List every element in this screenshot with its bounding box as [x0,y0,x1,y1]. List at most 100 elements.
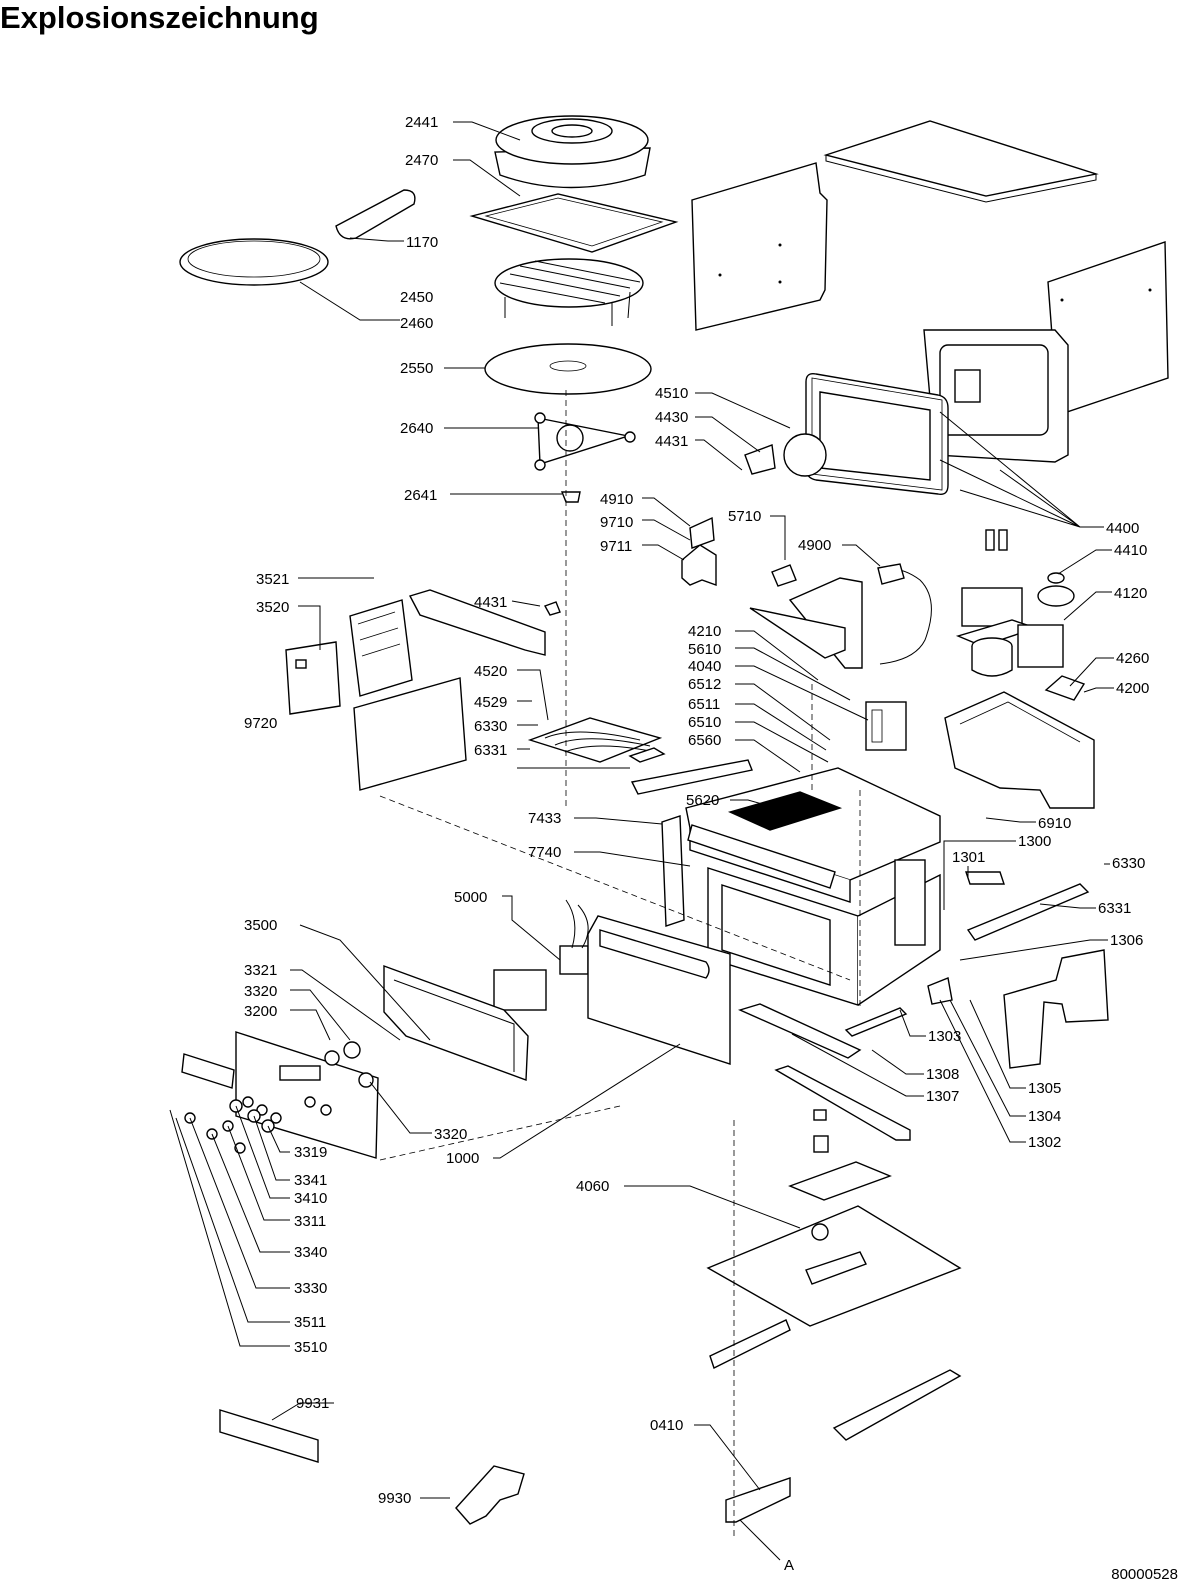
page-title: Explosionszeichnung [0,0,319,35]
callout-6331-left: 6331 [474,742,507,759]
part-1303-strip [844,1007,908,1037]
part-rail-bottom-left [709,1319,791,1369]
part-bottom-rail [774,1065,911,1141]
callout-9931: 9931 [296,1395,329,1412]
part-3500-control-box [383,964,529,1081]
callout-2641: 2641 [404,487,437,504]
part-4060-base-plate [706,1109,962,1327]
callout-5710: 5710 [728,508,761,525]
callout-4510: 4510 [655,385,688,402]
part-9931-strip [219,1409,319,1463]
callout-2470: 2470 [405,152,438,169]
part-9720-insulation [353,677,467,791]
callout-4120: 4120 [1114,585,1147,602]
part-4410-magnetron [955,529,1039,677]
callout-1301: 1301 [952,849,985,866]
callout-6510: 6510 [688,714,721,731]
part-2470-tray [469,193,679,253]
callout-3311: 3311 [294,1213,326,1230]
callout-4200: 4200 [1116,680,1149,697]
callout-3340: 3340 [294,1244,327,1261]
callout-A: A [784,1557,794,1574]
callout-6511: 6511 [688,696,720,713]
callout-2550: 2550 [400,360,433,377]
callout-3410: 3410 [294,1190,327,1207]
callout-labels: 2441 2470 1170 2450 2460 2550 2640 2641 … [244,114,1149,1574]
callout-3511: 3511 [294,1314,326,1331]
part-7740-trim [687,824,836,889]
callout-6910: 6910 [1038,815,1071,832]
callout-4060: 4060 [576,1178,609,1195]
part-9930-stand [455,1465,525,1525]
callout-2450: 2450 [400,289,433,306]
part-0410-foot [725,1477,791,1523]
part-1170-handle [335,189,416,240]
callout-1302: 1302 [1028,1134,1061,1151]
callout-4529: 4529 [474,694,507,711]
part-2450-rack [494,258,644,326]
callout-0410: 0410 [650,1417,683,1434]
callout-1000: 1000 [446,1150,479,1167]
part-2441-lid [494,115,651,189]
callout-9930: 9930 [378,1490,411,1507]
part-4400-cavity [805,329,1069,495]
callout-9711: 9711 [600,538,632,555]
callout-3500: 3500 [244,917,277,934]
callout-7433: 7433 [528,810,561,827]
callout-2460: 2460 [400,315,433,332]
part-2641-coupler [560,491,581,503]
part-top-cover [823,120,1099,197]
document-number: 80000528 [1111,1566,1178,1583]
part-rail-bottom-right [832,1369,962,1441]
callout-3320-bottom: 3320 [434,1126,467,1143]
callout-6330-left: 6330 [474,718,507,735]
part-4430-fan [744,433,827,477]
part-4120-fan-motor [1017,572,1075,668]
part-3520-pcb [285,641,341,715]
callout-1305: 1305 [1028,1080,1061,1097]
callout-4410: 4410 [1114,542,1147,559]
part-1304-hinge [927,977,953,1005]
callout-6330-right: 6330 [1112,855,1145,872]
callout-9720: 9720 [244,715,277,732]
callout-3341: 3341 [294,1172,327,1189]
callout-3521: 3521 [256,571,289,588]
part-knobs [184,1041,374,1154]
callout-3520: 3520 [256,599,289,616]
part-6331-rail-right [966,883,1090,941]
part-4260-switch [1044,675,1086,701]
part-9711-bracket [681,544,717,586]
callout-1303: 1303 [928,1028,961,1045]
leader-lines [169,121,1114,1561]
part-oven-door-frame [707,859,941,1006]
callout-6331-right: 6331 [1098,900,1131,917]
callout-3510: 3510 [294,1339,327,1356]
part-4210-duct [749,577,863,669]
callout-9710: 9710 [600,514,633,531]
part-4431-rail [408,589,546,656]
callout-4040: 4040 [688,658,721,675]
callout-4900: 4900 [798,537,831,554]
callout-3319: 3319 [294,1144,327,1161]
callout-4431: 4431 [655,433,688,450]
part-5000-switch-block [493,899,589,1011]
part-left-panel [691,162,828,331]
callout-4910: 4910 [600,491,633,508]
callout-1308: 1308 [926,1066,959,1083]
part-2640-roller-ring [534,412,636,471]
callout-5610: 5610 [688,641,721,658]
callout-6560: 6560 [688,732,721,749]
part-1305-side-panel [1003,949,1109,1069]
callout-6512: 6512 [688,676,721,693]
part-3521-bracket [349,599,413,697]
callout-2441: 2441 [405,114,438,131]
part-drawings [179,115,1169,1540]
callout-7740: 7740 [528,844,561,861]
callout-1170: 1170 [406,234,438,251]
part-1000-door [587,915,731,1065]
part-4520-grill-element [527,717,663,763]
part-4200-rear-bracket [944,691,1095,809]
callout-1306: 1306 [1110,932,1143,949]
callout-5620: 5620 [686,792,719,809]
